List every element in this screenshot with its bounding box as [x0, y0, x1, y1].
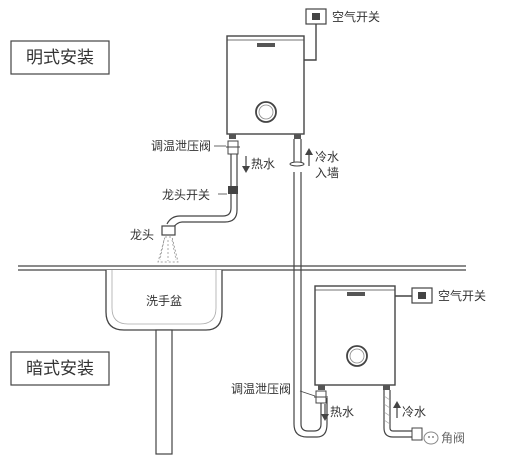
concealed-install-title-box: 暗式安装	[10, 351, 110, 386]
watermark-text: 角阀	[441, 431, 465, 445]
wechat-logo-icon	[423, 431, 439, 445]
bottom-hot-water-arrow-icon	[321, 404, 329, 421]
wash-basin	[105, 270, 223, 455]
top-air-switch-label: 空气开关	[332, 9, 380, 24]
top-relief-valve	[226, 140, 240, 155]
long-connecting-pipe	[293, 172, 328, 438]
faucet-hose	[166, 199, 238, 230]
top-hot-water-arrow-icon	[242, 156, 250, 173]
top-air-switch: 空气开关	[305, 8, 380, 25]
wash-basin-label: 洗手盆	[146, 294, 182, 308]
bottom-cold-water-arrow-icon	[393, 401, 401, 418]
water-flow-arrow-icon	[157, 236, 179, 263]
top-cold-water-pipe	[289, 139, 305, 167]
bottom-cold-water-label: 冷水	[402, 405, 426, 419]
bottom-air-switch: 空气开关	[411, 287, 486, 304]
corner-valve	[411, 427, 423, 441]
bottom-hot-water-label: 热水	[330, 405, 354, 419]
top-water-heater	[226, 35, 305, 139]
faucet-label: 龙头	[130, 228, 154, 242]
top-power-cord-icon	[303, 24, 317, 61]
bottom-cold-water-pipe	[383, 390, 412, 438]
top-hot-water-label: 热水	[251, 157, 275, 171]
top-cold-water-label: 冷水	[315, 150, 339, 164]
bottom-valve-label: 调温泄压阀	[231, 382, 291, 396]
concealed-install-title: 暗式安装	[26, 359, 94, 379]
exposed-install-title: 明式安装	[26, 48, 94, 68]
counter-top	[18, 265, 466, 271]
bottom-air-switch-label: 空气开关	[438, 288, 486, 303]
faucet	[161, 225, 176, 236]
bottom-relief-valve	[314, 390, 328, 404]
top-valve-label: 调温泄压阀	[151, 139, 211, 153]
top-cold-water-arrow-icon	[305, 148, 313, 166]
bottom-water-heater	[314, 285, 396, 390]
top-into-wall-label: 入墙	[315, 166, 339, 180]
faucet-switch-label: 龙头开关	[162, 188, 210, 202]
exposed-install-title-box: 明式安装	[10, 40, 110, 75]
faucet-switch	[228, 186, 238, 194]
